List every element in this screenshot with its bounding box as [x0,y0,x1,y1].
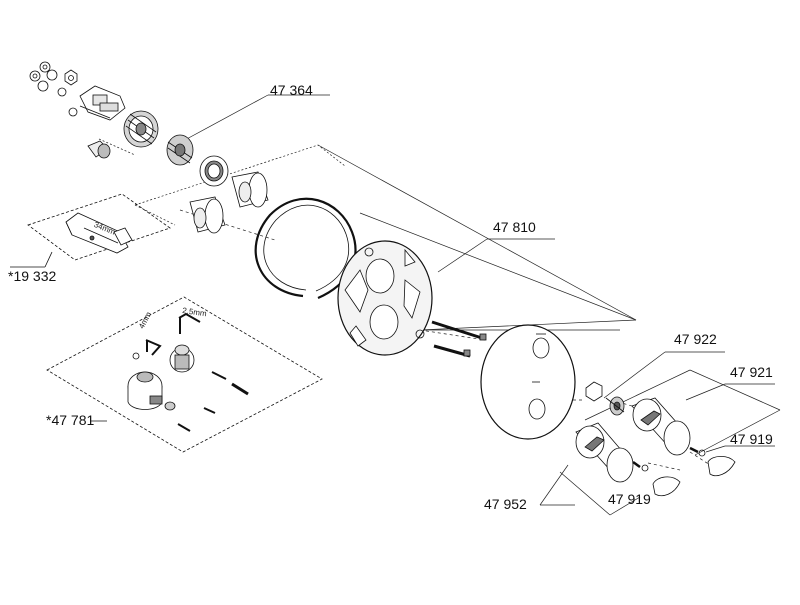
long-screws [431,320,487,358]
kit-cartridge [169,344,195,373]
kit-pins [177,371,249,432]
label-47952: 47 952 [484,496,527,512]
kit-body [127,371,163,410]
label-47781: *47 781 [46,412,95,428]
label-47922: 47 922 [674,331,717,347]
leader-lines [98,94,781,516]
ring-nut [199,155,229,187]
hex-key-2-5mm [178,312,201,334]
label-47921: 47 921 [730,364,773,380]
inset-box-kit [46,296,323,453]
hex-key-4mm [145,339,162,356]
handle-upper [631,397,691,456]
kit-small-parts [132,352,176,411]
adapter-47922 [585,381,625,416]
thermo-element [68,85,126,121]
sleeve-lower [189,196,226,234]
leader-19332 [44,251,53,268]
label-47364: 47 364 [270,82,313,98]
mounting-plate [337,240,433,356]
label-47919-bottom: 47 919 [608,491,651,507]
nut-and-washers [29,61,78,97]
handle-lower [575,422,634,483]
small-cap [87,140,111,159]
sleeve-upper [231,171,269,208]
spindle-part [166,134,194,166]
label-47919-right: 47 919 [730,431,773,447]
label-47810: 47 810 [493,219,536,235]
inset-box-wrench [27,193,171,261]
wrench-tool [65,212,133,254]
screw-and-cap-right [689,446,736,477]
escutcheon [480,324,576,440]
thermostat-cartridge [123,110,159,148]
screw-and-cap-bottom [632,460,681,497]
label-19332: *19 332 [8,268,57,284]
